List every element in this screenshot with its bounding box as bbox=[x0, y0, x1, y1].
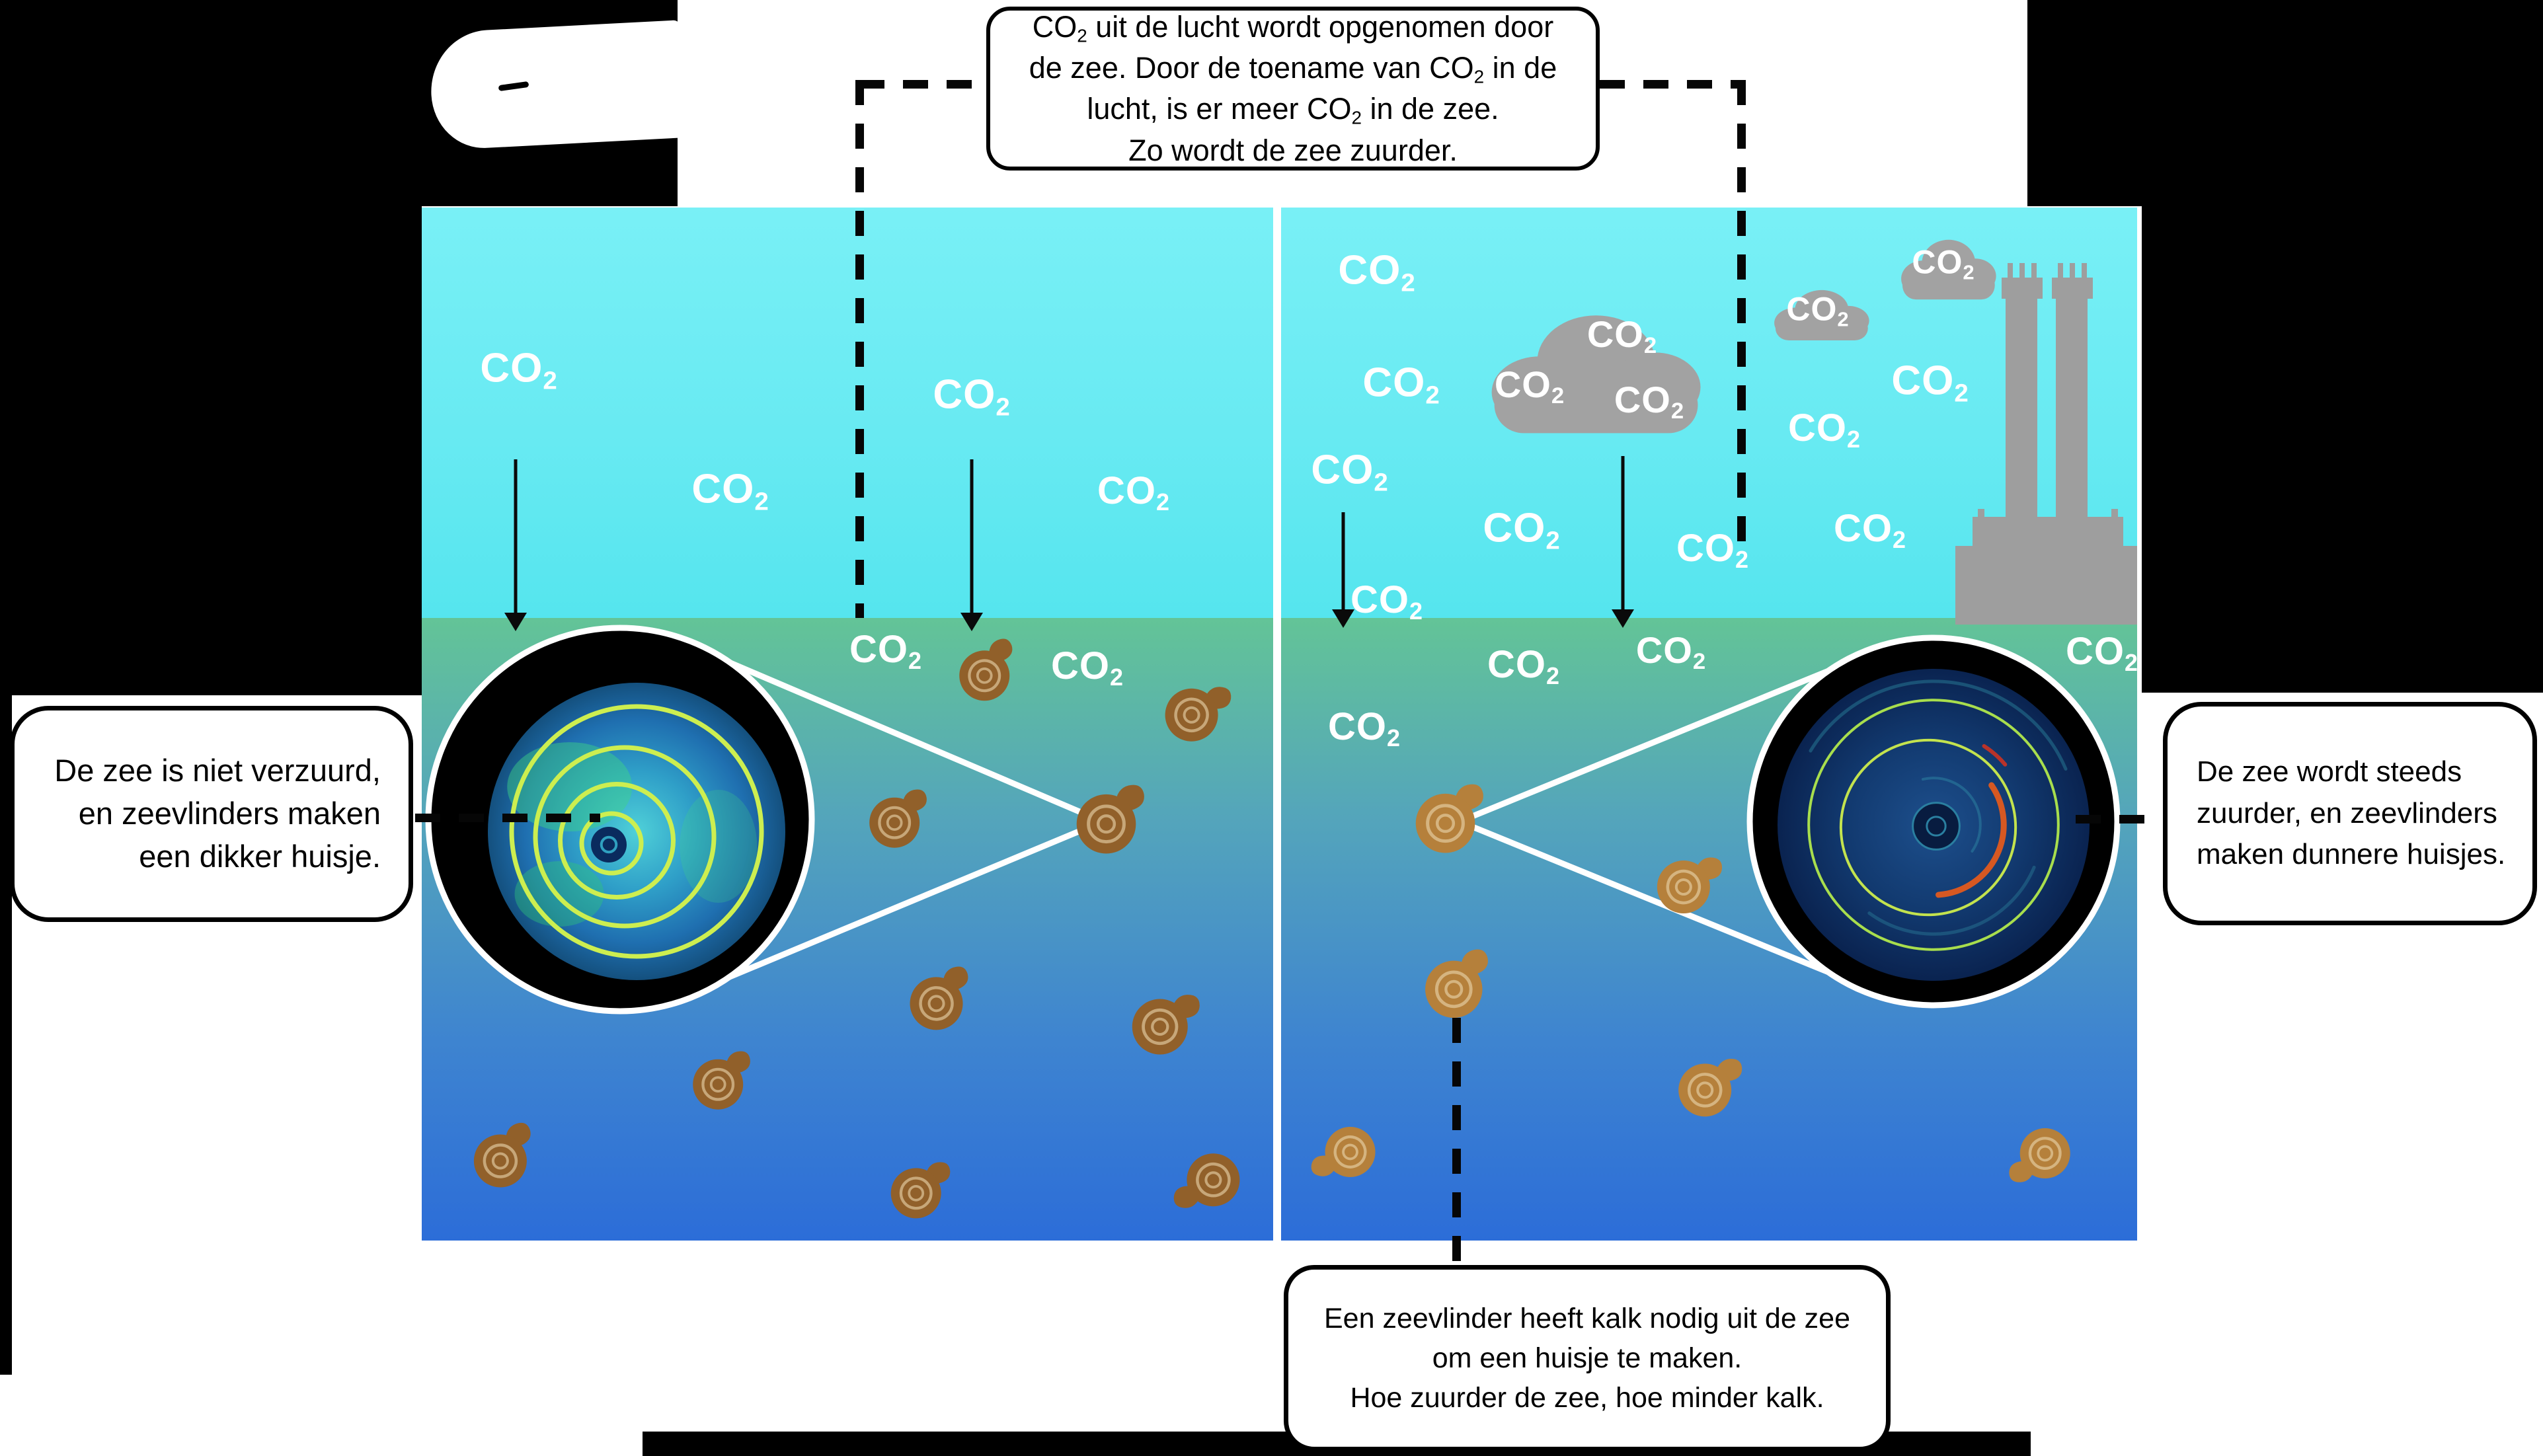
co2-label: CO2 bbox=[1635, 629, 1707, 675]
dashed-connector bbox=[1600, 80, 1745, 89]
co2-label: CO2 bbox=[1494, 363, 1565, 409]
co2-label: CO2 bbox=[1338, 247, 1416, 297]
co2-label: CO2 bbox=[1487, 642, 1560, 690]
sea-left bbox=[422, 618, 1273, 1241]
dashed-connector bbox=[855, 80, 864, 618]
co2-label: CO2 bbox=[1483, 505, 1561, 555]
callout-kalk-info: Een zeevlinder heeft kalk nodig uit de z… bbox=[1284, 1265, 1891, 1451]
callout-thick-shell: De zee is niet verzuurd,en zeevlinders m… bbox=[10, 706, 413, 922]
co2-label: CO2 bbox=[1311, 447, 1389, 497]
dashed-connector bbox=[859, 80, 986, 89]
black-mask-top-right bbox=[2027, 0, 2543, 206]
co2-label: CO2 bbox=[1912, 243, 1975, 284]
sea-right bbox=[1281, 618, 2137, 1241]
black-mask-left-strip bbox=[0, 695, 12, 1375]
co2-label: CO2 bbox=[1891, 358, 1969, 408]
co2-label: CO2 bbox=[1051, 644, 1124, 691]
co2-label: CO2 bbox=[1788, 406, 1861, 453]
co2-label: CO2 bbox=[691, 466, 769, 516]
sky-left bbox=[422, 208, 1273, 618]
co2-label: CO2 bbox=[1350, 578, 1423, 625]
co2-label: CO2 bbox=[1786, 290, 1850, 331]
co2-label: CO2 bbox=[849, 627, 922, 675]
co2-label: CO2 bbox=[1586, 313, 1658, 359]
black-mask-left-column bbox=[0, 206, 422, 695]
co2-label: CO2 bbox=[1614, 378, 1685, 424]
co2-label: CO2 bbox=[1834, 506, 1906, 554]
co2-label: CO2 bbox=[480, 345, 558, 395]
co2-label: CO2 bbox=[1676, 526, 1749, 574]
scribble-highlight bbox=[428, 20, 689, 151]
dashed-connector bbox=[415, 814, 600, 822]
dashed-connector bbox=[1737, 80, 1746, 547]
co2-label: CO2 bbox=[1097, 469, 1170, 516]
co2-label: CO2 bbox=[2066, 629, 2138, 677]
co2-label: CO2 bbox=[1328, 705, 1401, 752]
black-mask-right-column bbox=[2142, 206, 2543, 693]
dashed-connector bbox=[2076, 815, 2163, 824]
co2-label: CO2 bbox=[933, 371, 1011, 422]
dashed-connector bbox=[1452, 1018, 1461, 1265]
co2-label: CO2 bbox=[1362, 360, 1440, 410]
